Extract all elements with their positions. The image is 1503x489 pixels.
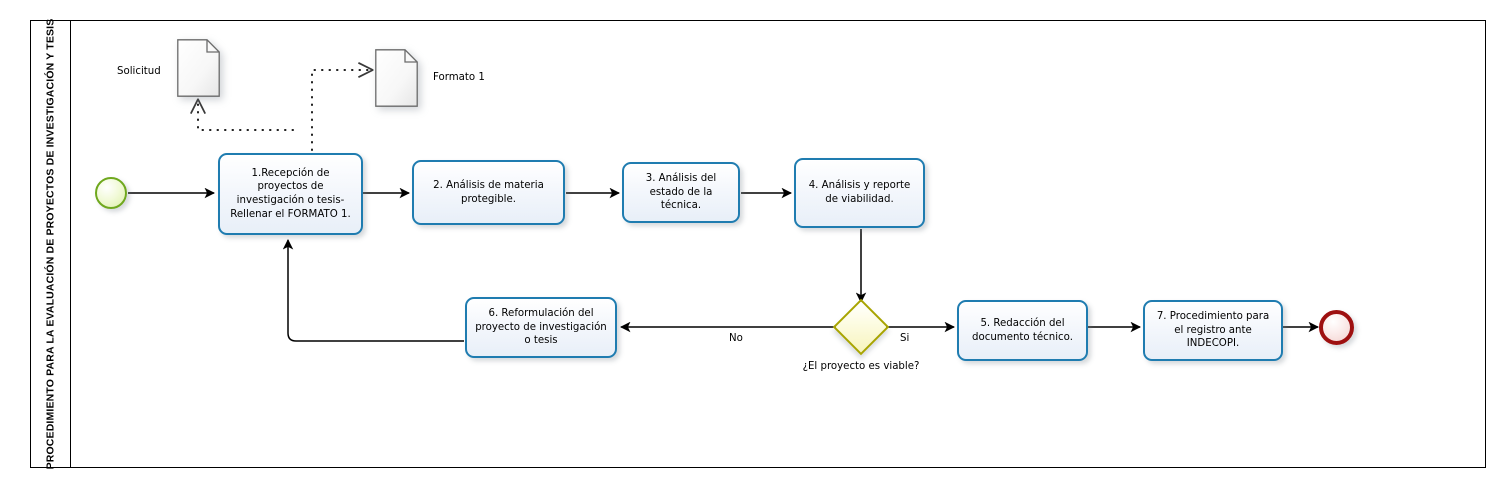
flow-label-yes: Si: [900, 333, 910, 344]
task-7[interactable]: 7. Procedimiento para el registro ante I…: [1143, 300, 1283, 361]
data-object-formato-1-label: Formato 1: [433, 72, 485, 83]
task-3[interactable]: 3. Análisis del estado de la técnica.: [622, 162, 740, 223]
task-4[interactable]: 4. Análisis y reporte de viabilidad.: [794, 158, 925, 228]
flow-label-no: No: [729, 333, 743, 344]
data-object-solicitud-label: Solicitud: [117, 66, 161, 77]
task-6[interactable]: 6. Reformulación del proyecto de investi…: [465, 297, 617, 358]
lane-header: PROCEDIMIENTO PARA LA EVALUACIÓN DE PROY…: [30, 18, 71, 470]
gateway-label: ¿El proyecto es viable?: [802, 361, 920, 372]
end-event[interactable]: [1319, 310, 1354, 345]
task-2[interactable]: 2. Análisis de materia protegible.: [412, 160, 565, 225]
process-pool: [30, 20, 1486, 468]
data-object-formato-1[interactable]: [375, 49, 418, 107]
start-event[interactable]: [95, 177, 127, 209]
lane-title: PROCEDIMIENTO PARA LA EVALUACIÓN DE PROY…: [44, 18, 57, 470]
data-object-solicitud[interactable]: [177, 39, 220, 97]
task-5[interactable]: 5. Redacción del documento técnico.: [957, 300, 1088, 361]
task-1[interactable]: 1.Recepción de proyectos de investigació…: [218, 153, 363, 235]
